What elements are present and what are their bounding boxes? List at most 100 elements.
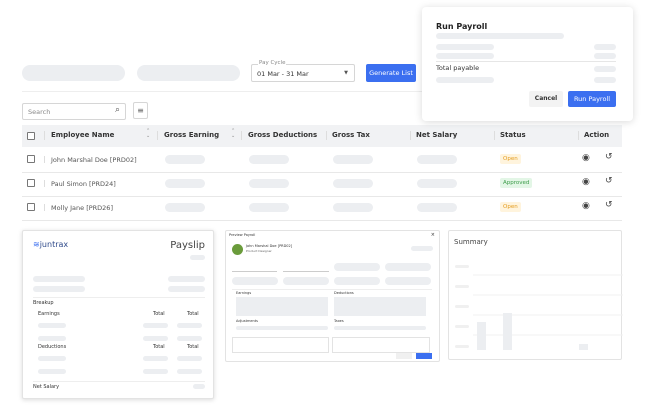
header-action: Action [584, 131, 610, 139]
placeholder [232, 277, 278, 285]
employee-name: John Marshal Doe [PRD02] [246, 244, 293, 248]
eye-icon[interactable]: ◉ [582, 153, 590, 163]
row-checkbox[interactable] [27, 179, 35, 187]
row-divider [22, 220, 622, 221]
comment-field[interactable] [332, 337, 430, 353]
col-separator [578, 131, 579, 140]
history-icon[interactable]: ↺ [605, 176, 613, 186]
total-label: Total [187, 311, 199, 317]
row-checkbox[interactable] [27, 155, 35, 163]
placeholder [436, 53, 494, 59]
net-salary-placeholder [417, 179, 457, 188]
close-icon[interactable]: × [430, 232, 435, 238]
gross-deductions-placeholder [249, 203, 289, 212]
popup-title: Run Payroll [436, 22, 488, 31]
placeholder [594, 53, 616, 59]
placeholder [594, 77, 616, 83]
notes-field[interactable] [232, 337, 329, 353]
placeholder [436, 44, 494, 50]
gross-earning-placeholder [165, 179, 205, 188]
placeholder [594, 66, 616, 72]
summary-card: Summary [448, 230, 623, 360]
axis-label-placeholder [455, 265, 469, 268]
chevron-down-icon: ▼ [344, 70, 348, 76]
gross-earning-placeholder [165, 203, 205, 212]
summary-bar [503, 313, 512, 350]
total-label: Total [153, 344, 165, 350]
placeholder [436, 33, 564, 39]
filter-button[interactable]: ≡ [133, 102, 148, 119]
sort-icon[interactable]: ⌃⌄ [231, 128, 236, 139]
placeholder [236, 326, 328, 330]
brand-logo: ≋juntrax [33, 240, 69, 249]
filter-placeholder-1 [22, 65, 125, 81]
select-all-checkbox[interactable] [27, 132, 35, 140]
earnings-label: Earnings [236, 291, 252, 295]
summary-bar [579, 344, 588, 350]
employee-role: Product Designer [246, 249, 272, 253]
history-icon[interactable]: ↺ [605, 152, 613, 162]
col-separator [410, 131, 411, 140]
pay-cycle-select[interactable]: Pay Cycle 01 Mar - 31 Mar ▼ [251, 60, 355, 82]
primary-button[interactable] [416, 353, 432, 359]
divider [232, 289, 432, 290]
gross-deductions-placeholder [249, 179, 289, 188]
divider [33, 381, 205, 382]
summary-bar-chart [455, 265, 623, 350]
gross-earning-placeholder [165, 155, 205, 164]
divider [22, 91, 622, 92]
cancel-button[interactable]: Cancel [529, 91, 563, 107]
table-row: Paul Simon [PRD24] Approved ◉ ↺ [22, 172, 622, 196]
earnings-box [236, 297, 328, 316]
row-divider [22, 172, 622, 173]
placeholder [385, 277, 431, 285]
row-checkbox[interactable] [27, 203, 35, 211]
search-placeholder: Search [28, 108, 51, 116]
generate-list-button[interactable]: Generate List [366, 64, 416, 82]
summary-title: Summary [454, 238, 488, 246]
placeholder [143, 369, 168, 374]
employee-name[interactable]: Molly Jane [PRD26] [51, 204, 113, 212]
total-payable-label: Total payable [436, 64, 480, 72]
status-badge: Open [500, 154, 521, 164]
placeholder [283, 277, 329, 285]
payslip-card: ≋juntrax Payslip Breakup Earnings Total … [22, 230, 214, 399]
number-field[interactable] [232, 263, 277, 272]
breakup-label: Breakup [33, 300, 54, 306]
header-gross-earning[interactable]: Gross Earning [164, 131, 220, 139]
employee-name[interactable]: John Marshal Doe [PRD02] [51, 156, 137, 164]
axis-label-placeholder [455, 305, 469, 308]
select-field[interactable] [283, 263, 329, 272]
placeholder [143, 323, 168, 328]
total-label: Total [187, 344, 199, 350]
placeholder [143, 356, 168, 361]
axis-label-placeholder [455, 325, 469, 328]
placeholder [334, 277, 380, 285]
placeholder [38, 369, 66, 374]
col-separator [241, 131, 242, 140]
search-input[interactable]: Search ⌕ [22, 103, 126, 120]
run-payroll-popup: Run Payroll Total payable Cancel Run Pay… [422, 7, 633, 121]
axis-label-placeholder [455, 285, 469, 288]
placeholder [33, 286, 85, 292]
gross-tax-placeholder [333, 179, 373, 188]
payslip-title: Payslip [170, 240, 205, 251]
placeholder [436, 77, 494, 83]
placeholder [193, 384, 205, 389]
search-icon: ⌕ [114, 105, 120, 115]
col-separator [157, 131, 158, 140]
eye-icon[interactable]: ◉ [582, 177, 590, 187]
header-employee-name[interactable]: Employee Name [51, 131, 115, 139]
gross-tax-placeholder [333, 203, 373, 212]
gross-tax-placeholder [333, 155, 373, 164]
eye-icon[interactable]: ◉ [582, 201, 590, 211]
secondary-button[interactable] [396, 353, 412, 359]
divider [436, 61, 616, 62]
run-payroll-button[interactable]: Run Payroll [568, 91, 616, 107]
employee-name[interactable]: Paul Simon [PRD24] [51, 180, 116, 188]
history-icon[interactable]: ↺ [605, 200, 613, 210]
preview-payroll-card: Preview Payroll × John Marshal Doe [PRD0… [225, 230, 440, 362]
placeholder [143, 336, 168, 341]
sort-icon[interactable]: ⌃⌄ [146, 128, 151, 139]
header-gross-tax: Gross Tax [332, 131, 370, 139]
